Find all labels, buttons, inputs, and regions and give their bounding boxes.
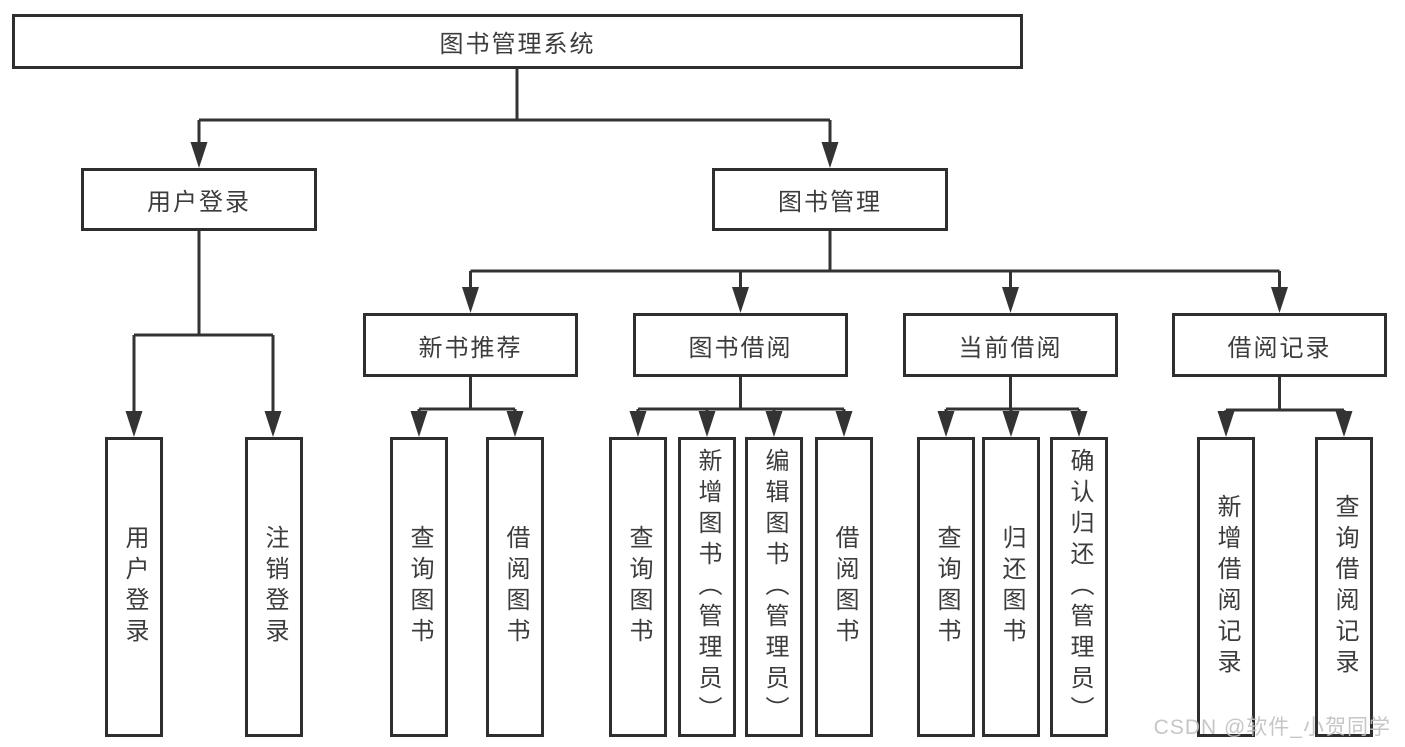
leaf-cb-confirm-return-admin-label: 确认归还（管理员） (1066, 447, 1093, 727)
node-book-borrowing-label: 图书借阅 (688, 334, 793, 362)
leaf-logout-label: 注销登录 (261, 525, 288, 649)
leaf-br-add-record: 新增借阅记录 (1197, 437, 1255, 737)
arrowheads (125, 142, 1353, 437)
leaf-nb-query-books-label: 查询图书 (406, 525, 433, 649)
node-new-book-recommend-label: 新书推荐 (418, 334, 523, 362)
node-borrow-records: 借阅记录 (1172, 313, 1387, 377)
leaf-nb-borrow-books: 借阅图书 (486, 437, 544, 737)
leaf-bb-borrow-books-label: 借阅图书 (831, 525, 858, 649)
node-book-borrowing: 图书借阅 (633, 313, 848, 377)
leaf-br-add-record-label: 新增借阅记录 (1213, 494, 1240, 680)
node-book-management-label: 图书管理 (778, 189, 882, 216)
leaf-nb-borrow-books-label: 借阅图书 (502, 525, 529, 649)
node-book-management: 图书管理 (712, 168, 948, 231)
leaf-br-query-record-label: 查询借阅记录 (1331, 494, 1358, 680)
leaf-bb-edit-books-admin-label: 编辑图书（管理员） (761, 447, 788, 727)
node-root: 图书管理系统 (12, 14, 1023, 69)
node-borrow-records-label: 借阅记录 (1227, 334, 1332, 362)
leaf-bb-edit-books-admin: 编辑图书（管理员） (745, 437, 803, 737)
leaf-user-login: 用户登录 (105, 437, 163, 737)
leaf-cb-return-books-label: 归还图书 (998, 525, 1025, 649)
node-user-login: 用户登录 (81, 168, 317, 231)
leaf-bb-add-books-admin: 新增图书（管理员） (678, 437, 736, 737)
leaf-cb-query-books-label: 查询图书 (933, 525, 960, 649)
leaf-bb-borrow-books: 借阅图书 (815, 437, 873, 737)
leaf-bb-query-books: 查询图书 (609, 437, 667, 737)
leaf-bb-query-books-label: 查询图书 (625, 525, 652, 649)
leaf-cb-return-books: 归还图书 (982, 437, 1040, 737)
leaf-br-query-record: 查询借阅记录 (1315, 437, 1373, 737)
leaf-logout: 注销登录 (245, 437, 303, 737)
node-user-login-label: 用户登录 (147, 189, 251, 216)
csdn-watermark: CSDN @软件_小贺同学 (1153, 716, 1391, 739)
node-root-label: 图书管理系统 (439, 31, 596, 58)
node-new-book-recommend: 新书推荐 (363, 313, 578, 377)
leaf-cb-query-books: 查询图书 (917, 437, 975, 737)
leaf-bb-add-books-admin-label: 新增图书（管理员） (694, 447, 721, 727)
leaf-user-login-label: 用户登录 (121, 525, 148, 649)
leaf-cb-confirm-return-admin: 确认归还（管理员） (1050, 437, 1108, 737)
leaf-nb-query-books: 查询图书 (390, 437, 448, 737)
node-current-borrowing-label: 当前借阅 (958, 334, 1063, 362)
node-current-borrowing: 当前借阅 (903, 313, 1118, 377)
